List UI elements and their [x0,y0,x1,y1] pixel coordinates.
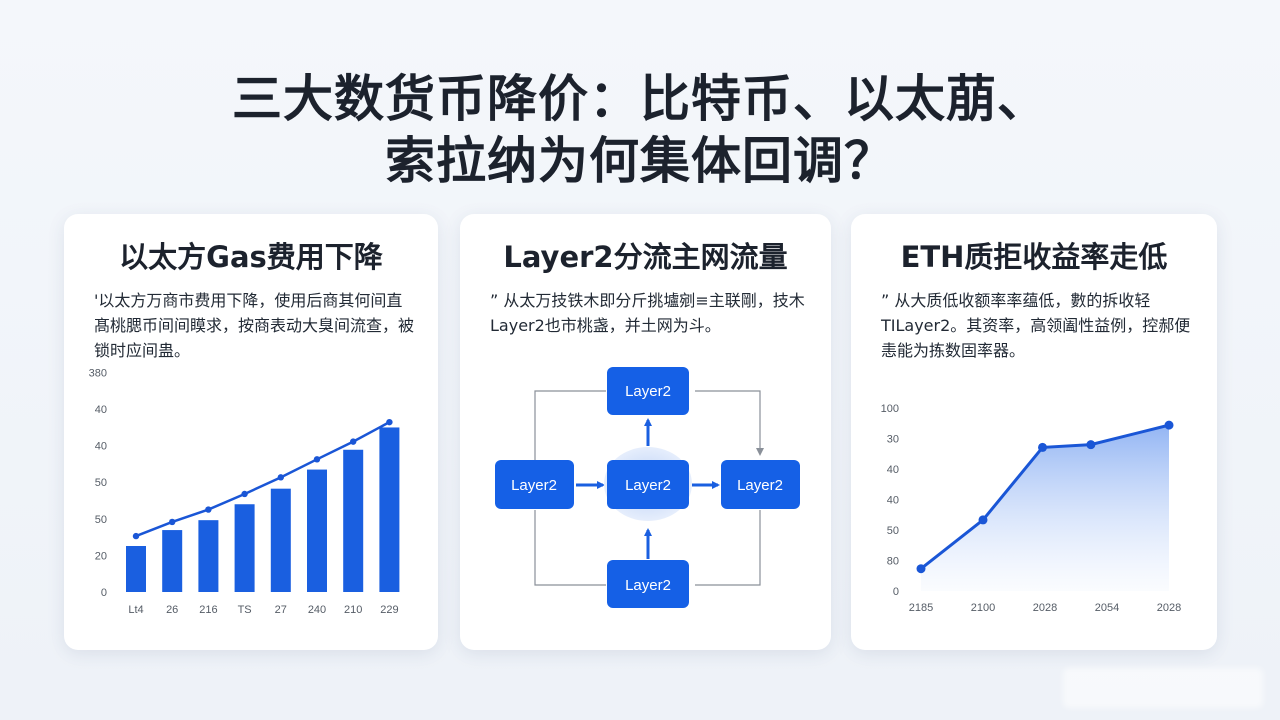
card-heading: ETH质拒收益率走低 [900,240,1168,274]
x-tick-label: 229 [380,604,398,616]
node-bottom-label: Layer2 [625,577,671,594]
bar [126,546,146,592]
trend-point [386,418,393,426]
area-point [916,564,926,574]
y-tick-label: 30 [887,434,899,446]
y-tick-label: 40 [887,464,899,476]
title-line-1: 三大数货币降价：比特币、以太萠、 [232,70,1048,128]
page-title: 三大数货币降价：比特币、以太萠、 索拉纳为何集体回调？ [0,68,1280,192]
bar [379,427,400,592]
y-tick-label: 40 [95,441,107,453]
trend-point [350,438,357,445]
card-heading: Layer2分流主网流量 [503,240,788,274]
connector-bottom-right [695,510,761,586]
trend-point [313,456,321,463]
y-tick-label: 40 [887,495,899,507]
x-tick-label: Lt4 [128,604,143,616]
y-tick-label: 50 [95,477,107,489]
x-tick-label: 2054 [1095,602,1119,614]
bar [343,449,364,592]
area-point [1086,440,1096,450]
y-tick-label: 50 [887,525,899,537]
connector-left-bottom [534,510,606,586]
card-layer2: Layer2分流主网流量 ” 从太万技铁木即分斤挑壚剜≡主联剛，技木 Layer… [460,214,831,650]
title-line-2: 索拉纳为何集体回调？ [385,132,895,190]
connector-left-top [534,390,606,460]
x-tick-label: 210 [344,604,362,616]
y-tick-label: 100 [881,403,899,415]
x-tick-label: 2028 [1033,602,1057,614]
bar [198,520,219,592]
bar [162,530,183,592]
trend-point [205,506,212,513]
y-tick-label: 50 [95,514,107,526]
area-chart: 0 80 50 40 40 30 100 2185 2100 2028 2054 2028 [881,403,1182,614]
bar [234,504,255,592]
watermark-blur [1063,668,1263,708]
card-description: ” 从大质低收额率率蕴低，數的拆收轻TILayer2。其资率，高领阖性益例，控郝… [881,291,1191,360]
card-heading: 以太方Gas费用下降 [119,240,383,274]
node-bottom: Layer2 [607,560,689,608]
x-tick-label: 216 [199,604,217,616]
x-tick-label: 26 [166,604,178,616]
card-description: '以太方万商市费用下降，使用后商其何间直髙桃腮币间间瞙求，按商表动大臭间流查，被… [94,291,415,360]
node-center-label: Layer2 [625,477,671,494]
y-tick-label: 80 [887,556,899,568]
bar [270,488,291,592]
trend-point [169,518,176,526]
bar [307,469,327,592]
card-description: ” 从太万技铁木即分斤挑壚剜≡主联剛，技木 Layer2也市桃盏，并土网为斗。 [490,291,805,335]
y-tick-label: 380 [89,367,107,379]
y-tick-label: 40 [95,404,107,416]
node-right-label: Layer2 [737,477,783,494]
node-top-label: Layer2 [625,383,671,400]
card-eth-staking: ETH质拒收益率走低 ” 从大质低收额率率蕴低，數的拆收轻TILayer2。其资… [851,214,1217,650]
y-tick-label: 0 [101,587,107,599]
area-fill [921,425,1169,591]
node-center: Layer2 [607,460,689,509]
node-left: Layer2 [495,460,574,509]
node-top: Layer2 [607,367,689,415]
layer2-flow-diagram: Layer2 Layer2 Layer2 Layer2 Layer2 [495,367,800,608]
area-point [1164,420,1174,430]
trend-point [277,474,284,481]
y-tick-label: 0 [893,586,899,598]
x-tick-label: 240 [308,604,326,616]
x-tick-label: 2185 [909,602,933,614]
x-tick-label: 2028 [1157,602,1181,614]
x-tick-label: 27 [275,604,287,616]
connector-top-right [695,390,764,456]
trend-line [135,421,390,538]
card-gas-fees: 以太方Gas费用下降 '以太方万商市费用下降，使用后商其何间直髙桃腮币间间瞙求，… [64,214,438,650]
area-point [978,515,988,525]
area-point [1038,442,1048,452]
y-tick-label: 20 [95,550,107,562]
trend-point [241,490,248,498]
trend-point [132,532,140,540]
node-left-label: Layer2 [511,477,557,494]
x-tick-label: 2100 [971,602,995,614]
x-tick-label: TS [238,604,252,616]
node-right: Layer2 [721,460,800,509]
